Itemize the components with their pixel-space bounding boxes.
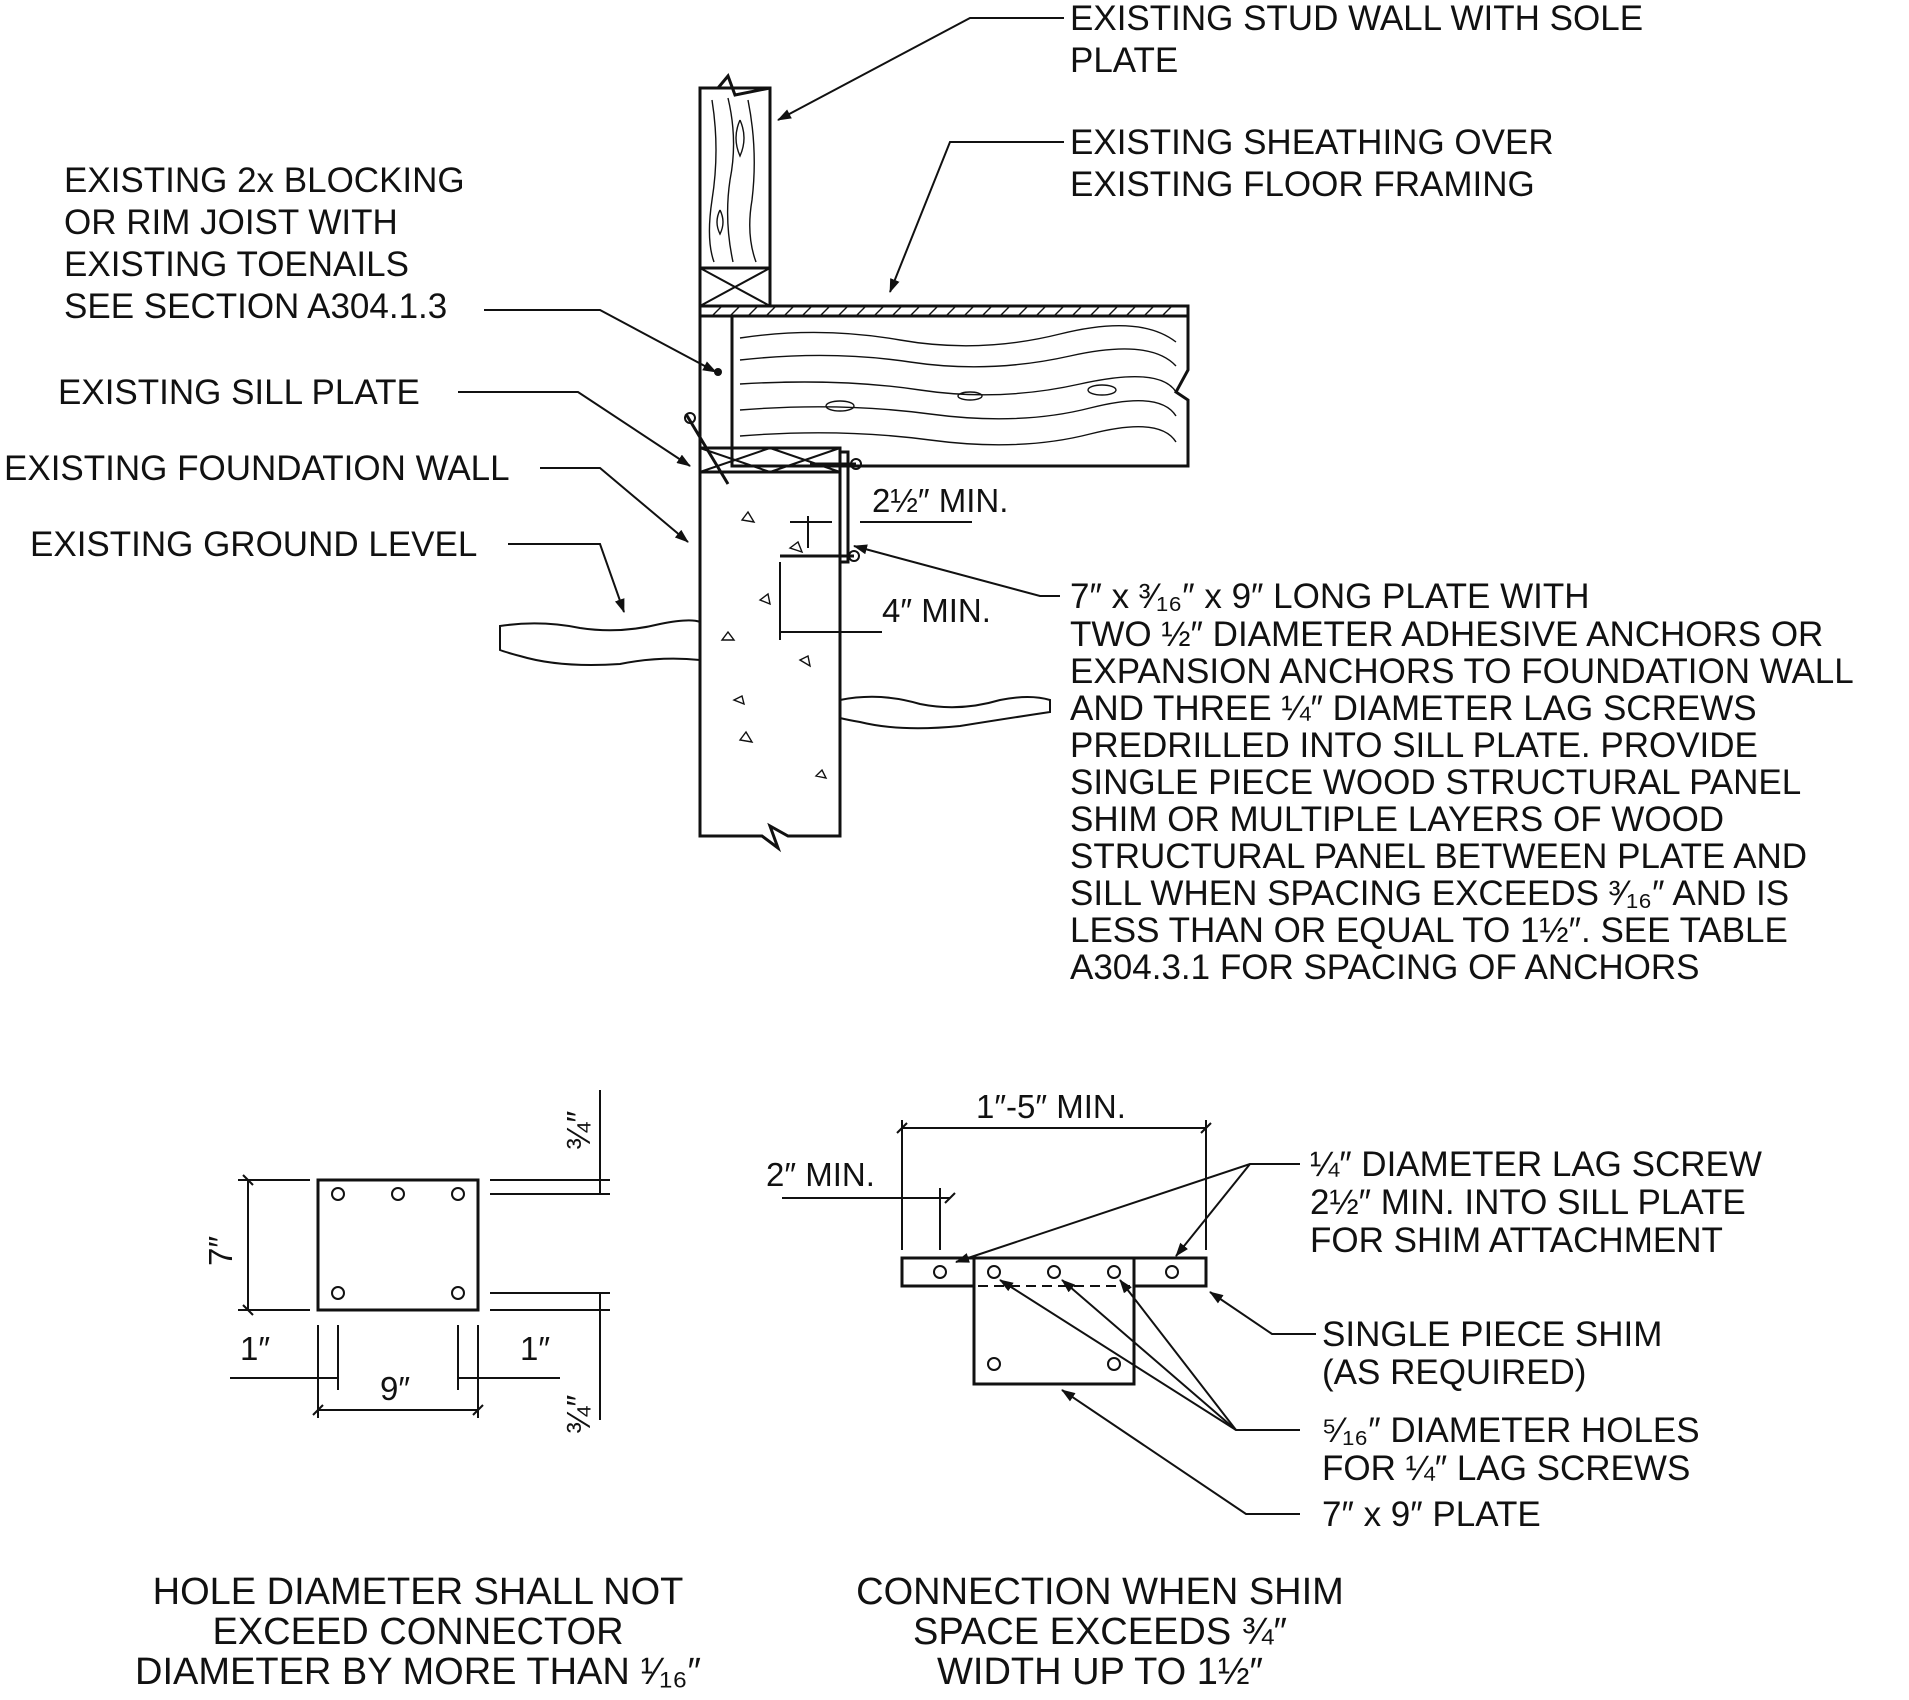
note-line-1: 7″ x ³⁄₁₆″ x 9″ LONG PLATE WITH (1070, 577, 1589, 616)
shim-dimensions (782, 1120, 1212, 1250)
dim-width-9: 9″ (380, 1370, 410, 1407)
dim-left-1: 1″ (240, 1330, 270, 1367)
ground-surface (499, 619, 1051, 730)
shim-right (1132, 1256, 1208, 1288)
plate-caption-1: HOLE DIAMETER SHALL NOT (153, 1571, 684, 1613)
dim-overall: 1″-5″ MIN. (976, 1088, 1126, 1125)
note-line-2: TWO ½″ DIAMETER ADHESIVE ANCHORS OR (1070, 615, 1823, 654)
plate-note: 7″ x ³⁄₁₆″ x 9″ LONG PLATE WITH TWO ½″ D… (1070, 577, 1854, 987)
shim-caption-2: SPACE EXCEEDS ¾″ (913, 1611, 1287, 1653)
rim-joist (698, 314, 734, 450)
label-shim-2: (AS REQUIRED) (1322, 1353, 1586, 1392)
label-lag-3: FOR SHIM ATTACHMENT (1310, 1221, 1723, 1260)
label-sheathing-1: EXISTING SHEATHING OVER (1070, 123, 1554, 162)
label-stud-wall-1: EXISTING STUD WALL WITH SOLE (1070, 0, 1643, 38)
stud-wall (698, 73, 772, 270)
plate-outline (316, 1178, 480, 1312)
label-sheathing-2: EXISTING FLOOR FRAMING (1070, 165, 1535, 204)
floor-joist (730, 314, 1190, 468)
dim-label-2-half-min: 2½″ MIN. (872, 482, 1008, 519)
section-leaders (458, 17, 1064, 613)
label-blocking-1: EXISTING 2x BLOCKING (64, 161, 465, 200)
label-lag-1: ¼″ DIAMETER LAG SCREW (1310, 1145, 1762, 1184)
plate-dimensions (230, 1090, 610, 1420)
label-stud-wall-2: PLATE (1070, 41, 1178, 80)
note-line-10: LESS THAN OR EQUAL TO 1½″. SEE TABLE (1070, 911, 1788, 950)
sole-plate (698, 266, 772, 308)
note-line-11: A304.3.1 FOR SPACING OF ANCHORS (1070, 948, 1700, 987)
plate-caption: HOLE DIAMETER SHALL NOT EXCEED CONNECTOR… (135, 1571, 701, 1693)
note-line-4: AND THREE ¼″ DIAMETER LAG SCREWS (1070, 689, 1757, 728)
anchor-plate (780, 450, 862, 564)
plate-caption-2: EXCEED CONNECTOR (212, 1611, 623, 1653)
shim-caption-3: WIDTH UP TO 1½″ (937, 1651, 1263, 1693)
label-foundation-wall: EXISTING FOUNDATION WALL (4, 449, 510, 488)
note-line-7: SHIM OR MULTIPLE LAYERS OF WOOD (1070, 800, 1724, 839)
label-shim-1: SINGLE PIECE SHIM (1322, 1315, 1662, 1354)
shim-left (900, 1256, 976, 1288)
note-line-8: STRUCTURAL PANEL BETWEEN PLATE AND (1070, 837, 1807, 876)
note-line-3: EXPANSION ANCHORS TO FOUNDATION WALL (1070, 652, 1854, 691)
dim-height-7: 7″ (202, 1236, 239, 1266)
plate-caption-3: DIAMETER BY MORE THAN ¹⁄₁₆″ (135, 1651, 701, 1693)
label-ground-level: EXISTING GROUND LEVEL (30, 525, 477, 564)
label-sill-plate: EXISTING SILL PLATE (58, 373, 420, 412)
dim-top-edge: ¾″ (560, 1110, 597, 1150)
label-blocking-2: OR RIM JOIST WITH (64, 203, 398, 242)
label-holes-2: FOR ¼″ LAG SCREWS (1322, 1449, 1690, 1488)
shim-leaders (955, 1163, 1316, 1515)
foundation-wall (698, 470, 842, 853)
dim-bottom-edge: ¾″ (560, 1394, 597, 1434)
note-line-6: SINGLE PIECE WOOD STRUCTURAL PANEL (1070, 763, 1801, 802)
sill-plate (698, 446, 842, 474)
note-line-9: SILL WHEN SPACING EXCEEDS ³⁄₁₆″ AND IS (1070, 874, 1789, 913)
dimension-lines (779, 516, 972, 640)
label-lag-2: 2½″ MIN. INTO SILL PLATE (1310, 1183, 1746, 1222)
dim-edge: 2″ MIN. (766, 1156, 875, 1193)
dim-label-4-min: 4″ MIN. (882, 592, 991, 629)
label-blocking-4: SEE SECTION A304.1.3 (64, 287, 447, 326)
dim-right-1: 1″ (520, 1330, 550, 1367)
shim-caption-1: CONNECTION WHEN SHIM (856, 1571, 1344, 1613)
label-holes-1: ⁵⁄₁₆″ DIAMETER HOLES (1322, 1411, 1700, 1450)
shim-caption: CONNECTION WHEN SHIM SPACE EXCEEDS ¾″ WI… (856, 1571, 1344, 1693)
label-plate: 7″ x 9″ PLATE (1322, 1495, 1541, 1534)
label-blocking-3: EXISTING TOENAILS (64, 245, 409, 284)
note-line-5: PREDRILLED INTO SILL PLATE. PROVIDE (1070, 726, 1758, 765)
